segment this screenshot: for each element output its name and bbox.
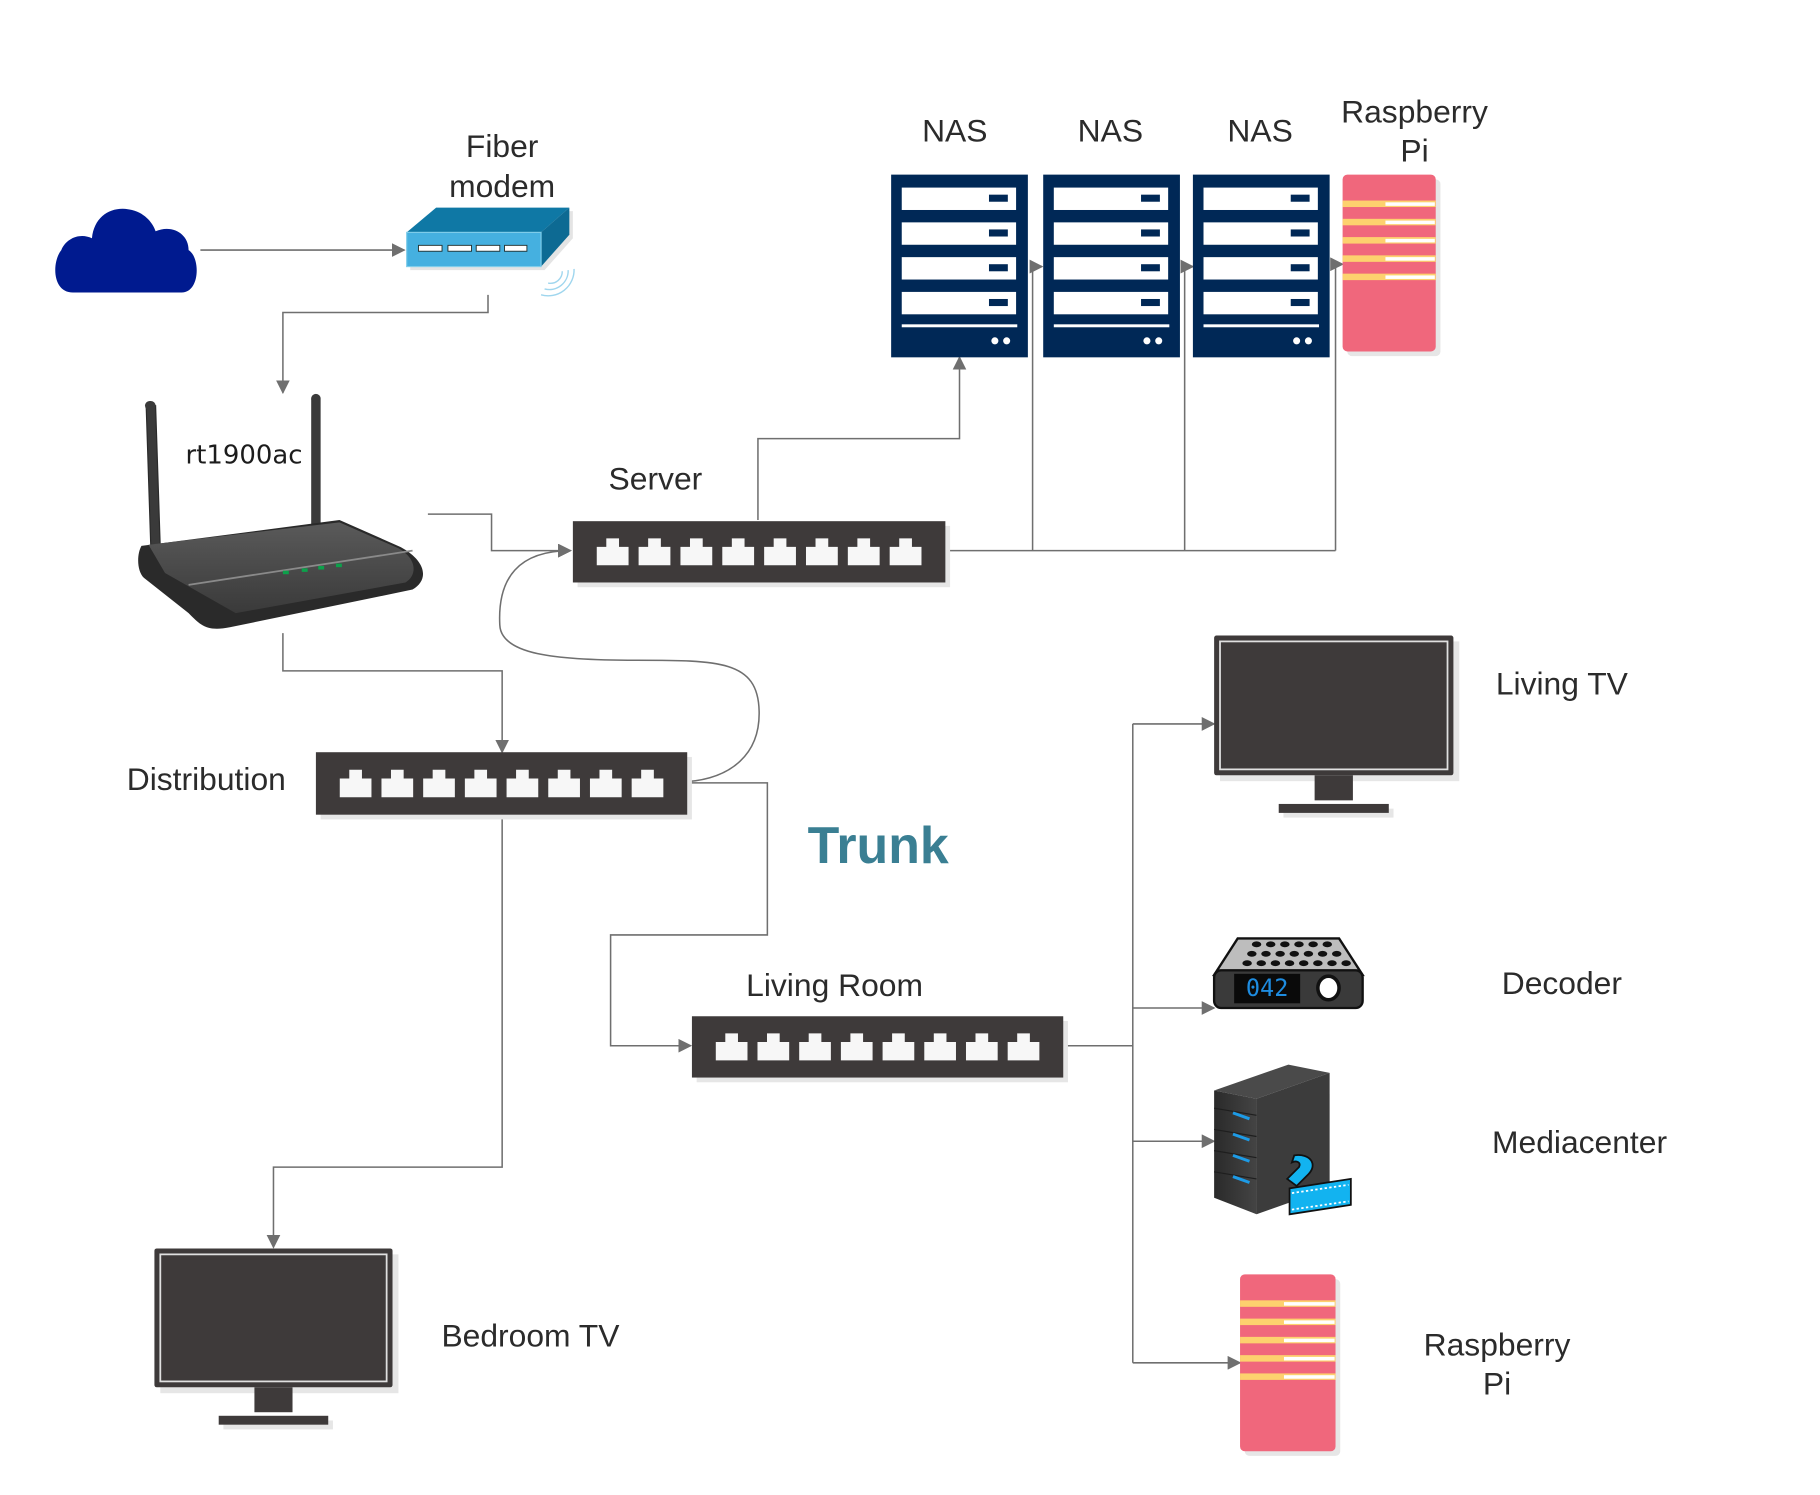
edge-router-distribution [282, 633, 510, 754]
nas1-node[interactable]: NAS [891, 113, 1028, 358]
bedroom-tv-label: Bedroom TV [441, 1317, 620, 1353]
bedroom-tv-node[interactable]: Bedroom TV [154, 1248, 620, 1430]
decoder-node[interactable]: 042 Decoder [1211, 937, 1623, 1010]
mediacenter-label: Mediacenter [1492, 1124, 1667, 1160]
drive-bay [1053, 222, 1169, 245]
edge-server-nas2 [1029, 259, 1044, 551]
nas2-label: NAS [1078, 113, 1143, 149]
nas3-node[interactable]: NAS [1192, 113, 1330, 358]
switch-port [805, 538, 838, 566]
drive-bay [1203, 187, 1318, 210]
edge-distribution-bedroom [266, 813, 503, 1249]
switch-port [847, 538, 880, 566]
rpi-bottom-label-line2: Pi [1483, 1366, 1511, 1402]
nas1-label: NAS [922, 113, 987, 149]
edge-distribution-server-curved [498, 543, 760, 783]
router-label: rt1900ac [186, 440, 303, 470]
switch-port [464, 769, 497, 798]
drive-bay [901, 291, 1017, 315]
drive-bay [901, 222, 1017, 245]
edge-server-nas1 [757, 355, 967, 520]
switch-port [548, 769, 580, 798]
switch-port [589, 769, 622, 798]
living-tv-label: Living TV [1496, 665, 1629, 701]
fiber-modem-node[interactable]: Fiber modem [406, 128, 575, 297]
drive-bay [901, 257, 1017, 280]
decoder-label: Decoder [1502, 965, 1623, 1001]
cloud-icon [55, 208, 197, 293]
edge-trunk [609, 782, 769, 1053]
fiber-modem-label-line2: modem [449, 168, 555, 204]
raspberry-pi-icon [1342, 174, 1441, 357]
rpi-top-label-line1: Raspberry [1341, 94, 1488, 130]
switch-port [882, 1033, 915, 1061]
rpi-bottom-label-line1: Raspberry [1424, 1327, 1571, 1363]
tv-icon [154, 1248, 399, 1430]
distribution-switch-node[interactable]: Distribution [127, 752, 692, 820]
film-reel-icon [1285, 1154, 1352, 1216]
living-room-switch-node[interactable]: Living Room [691, 967, 1068, 1083]
switch-port [840, 1033, 873, 1061]
trunk-label: Trunk [808, 816, 949, 874]
server-switch-label: Server [609, 460, 703, 496]
switch-port [638, 538, 671, 566]
raspberry-pi-bottom-node[interactable]: Raspberry Pi [1240, 1274, 1570, 1456]
switch-icon [691, 1016, 1068, 1083]
switch-port [339, 769, 372, 798]
switch-icon [315, 752, 692, 820]
nas-icon [891, 174, 1028, 358]
living-room-switch-label: Living Room [746, 967, 923, 1003]
connectors [200, 243, 1344, 1370]
switch-port [757, 1033, 790, 1061]
switch-port [631, 769, 664, 798]
drive-bay [1203, 222, 1318, 245]
switch-port [506, 769, 539, 798]
switch-port [799, 1033, 831, 1061]
switch-icon [572, 521, 951, 588]
distribution-switch-label: Distribution [127, 761, 286, 797]
switch-port [889, 538, 922, 566]
switch-port [1007, 1033, 1040, 1061]
server-switch-node[interactable]: Server [572, 460, 951, 588]
router-node[interactable]: rt1900ac [138, 393, 424, 629]
edge-server-rpi [1330, 257, 1344, 551]
drive-bay [901, 187, 1017, 210]
decoder-icon: 042 [1211, 937, 1365, 1010]
drive-bay [1053, 291, 1169, 315]
switch-port [924, 1033, 956, 1061]
mediacenter-node[interactable]: Mediacenter [1214, 1064, 1667, 1216]
living-tv-node[interactable]: Living TV [1214, 635, 1629, 818]
raspberry-pi-icon [1240, 1274, 1341, 1456]
tv-icon [1214, 635, 1460, 818]
edge-server-nas3 [1180, 259, 1195, 551]
switch-port [764, 538, 796, 566]
rpi-top-label-line2: Pi [1400, 133, 1428, 169]
fiber-modem-label-line1: Fiber [466, 128, 539, 164]
nas-icon [1043, 174, 1180, 358]
nas2-node[interactable]: NAS [1043, 113, 1180, 358]
switch-port [423, 769, 455, 798]
drive-bay [1203, 257, 1318, 280]
drive-bay [1053, 257, 1169, 280]
switch-port [680, 538, 713, 566]
drive-bay [1203, 291, 1318, 315]
internet-node[interactable] [55, 208, 197, 293]
tower-server-icon [1214, 1064, 1352, 1216]
nas3-label: NAS [1227, 113, 1292, 149]
switch-port [722, 538, 755, 566]
switch-port [381, 769, 414, 798]
edge-router-server [427, 513, 572, 558]
decoder-display: 042 [1246, 974, 1289, 1002]
switch-port [715, 1033, 748, 1061]
drive-bay [1053, 187, 1169, 210]
modem-icon [406, 207, 575, 297]
switch-port [965, 1033, 998, 1061]
edge-modem-router [276, 294, 489, 395]
wifi-router-icon [138, 393, 424, 629]
raspberry-pi-top-node[interactable]: Raspberry Pi [1341, 94, 1488, 357]
nas-icon [1192, 174, 1330, 358]
switch-port [596, 538, 629, 566]
